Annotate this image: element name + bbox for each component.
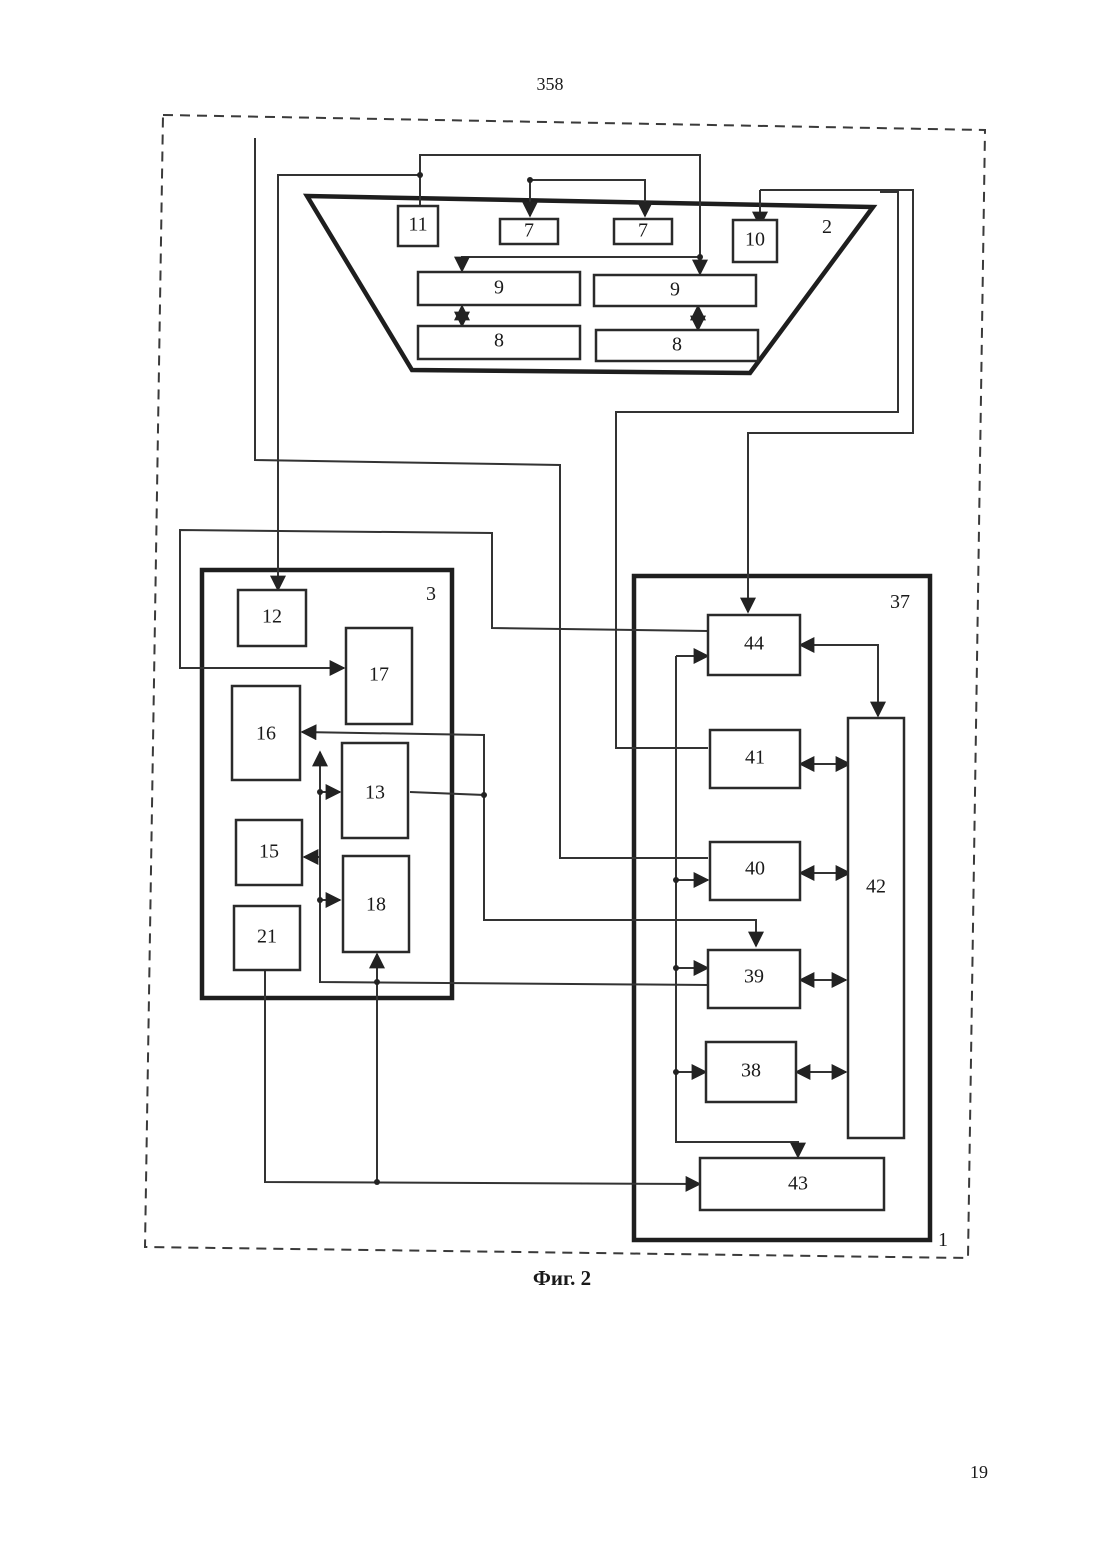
block-11: 11 [398, 206, 438, 246]
label-unit-3: 3 [426, 583, 436, 605]
block-13: 13 [342, 743, 408, 838]
block-18: 18 [343, 856, 409, 952]
block-40: 40 [710, 842, 800, 900]
svg-text:38: 38 [741, 1060, 761, 1082]
block-12: 12 [238, 590, 306, 646]
svg-text:8: 8 [494, 330, 504, 352]
block-43: 43 [700, 1158, 884, 1210]
block-10: 10 [733, 220, 777, 262]
block-38: 38 [706, 1042, 796, 1102]
block-7-left: 7 [500, 219, 558, 244]
block-7-right: 7 [614, 219, 672, 244]
svg-text:43: 43 [788, 1173, 808, 1195]
svg-text:17: 17 [369, 664, 389, 686]
block-44: 44 [708, 615, 800, 675]
block-16: 16 [232, 686, 300, 780]
svg-text:42: 42 [866, 876, 886, 898]
block-17: 17 [346, 628, 412, 724]
block-42: 42 [848, 718, 904, 1138]
block-39: 39 [708, 950, 800, 1008]
figure-caption: Фиг. 2 [533, 1266, 591, 1290]
svg-text:40: 40 [745, 858, 765, 880]
svg-text:15: 15 [259, 841, 279, 863]
svg-text:10: 10 [745, 229, 765, 251]
svg-text:13: 13 [365, 782, 385, 804]
label-unit-37: 37 [890, 591, 910, 613]
label-system-1: 1 [938, 1229, 948, 1251]
svg-text:41: 41 [745, 747, 765, 769]
block-21: 21 [234, 906, 300, 970]
svg-text:11: 11 [408, 214, 427, 236]
svg-text:44: 44 [744, 633, 764, 655]
block-8-right: 8 [596, 330, 758, 361]
block-9-left: 9 [418, 272, 580, 305]
unit-2-housing [307, 196, 873, 373]
block-41: 41 [710, 730, 800, 788]
block-15: 15 [236, 820, 302, 885]
svg-text:7: 7 [524, 220, 534, 242]
page-number-bottom: 19 [970, 1462, 988, 1483]
svg-text:9: 9 [670, 279, 680, 301]
block-9-right: 9 [594, 275, 756, 306]
svg-text:18: 18 [366, 894, 386, 916]
block-8-left: 8 [418, 326, 580, 359]
svg-text:39: 39 [744, 966, 764, 988]
svg-text:16: 16 [256, 723, 276, 745]
svg-text:9: 9 [494, 277, 504, 299]
svg-text:8: 8 [672, 334, 682, 356]
label-unit-2: 2 [822, 216, 832, 238]
svg-text:7: 7 [638, 220, 648, 242]
svg-text:21: 21 [257, 926, 277, 948]
svg-text:12: 12 [262, 606, 282, 628]
